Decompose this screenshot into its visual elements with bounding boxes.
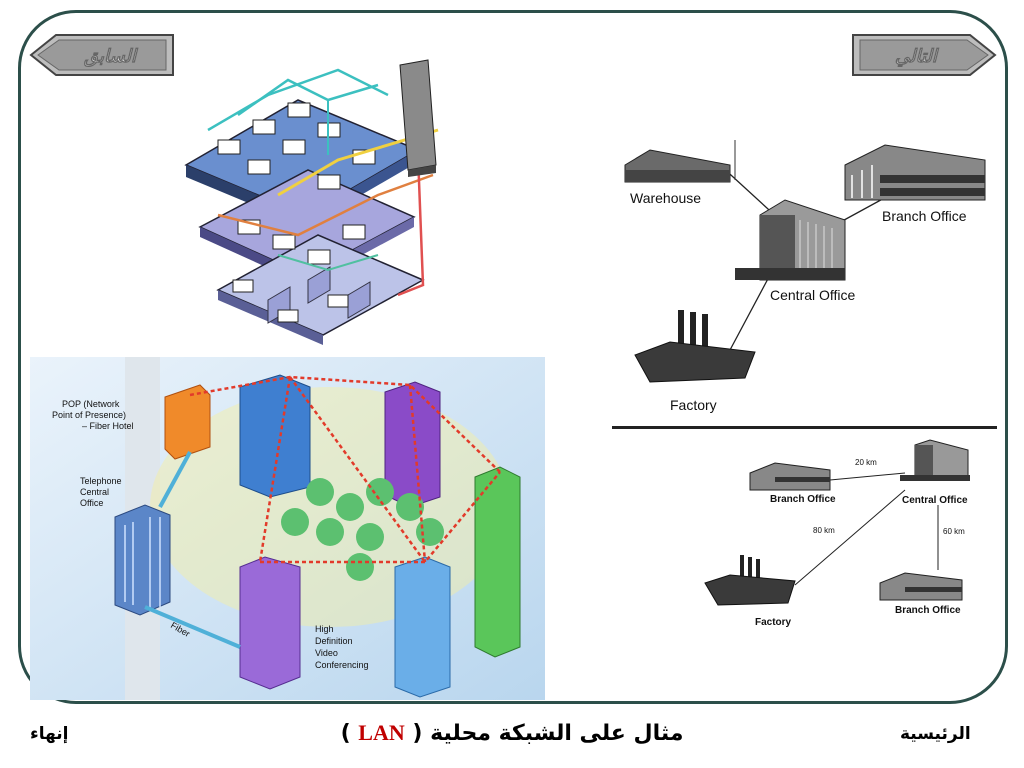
small-central-building bbox=[900, 439, 970, 481]
end-button[interactable]: إنهاء bbox=[30, 724, 69, 744]
small-central-label: Central Office bbox=[902, 495, 968, 506]
factory-building bbox=[634, 310, 756, 383]
next-label: التالي bbox=[895, 46, 940, 67]
small-factory-building bbox=[704, 555, 796, 606]
wan-distance-diagram: 20 km 80 km 60 km Branch Office Central … bbox=[704, 439, 970, 628]
wan-diagram: Warehouse Central Office Branch Office F… bbox=[624, 140, 986, 413]
branch-office-building bbox=[844, 144, 986, 201]
factory-label: Factory bbox=[670, 397, 717, 413]
home-button[interactable]: الرئيسية bbox=[900, 724, 971, 744]
slide-frame bbox=[18, 10, 1008, 704]
distance-60km: 60 km bbox=[943, 527, 965, 536]
telephone-label-2: Central bbox=[80, 487, 109, 497]
right-branch-building bbox=[879, 572, 963, 601]
title-close-paren: ) bbox=[340, 721, 351, 746]
hd-label-3: Video bbox=[315, 648, 338, 658]
warehouse-building bbox=[624, 140, 736, 183]
hd-label-1: High bbox=[315, 624, 334, 634]
hd-label-4: Conferencing bbox=[315, 660, 369, 670]
section-divider bbox=[612, 426, 997, 429]
campus-network-illustration: POP (Network Point of Presence) – Fiber … bbox=[30, 357, 545, 700]
building-lan-illustration bbox=[184, 59, 439, 345]
previous-label: السابق bbox=[84, 46, 139, 67]
hd-label-2: Definition bbox=[315, 636, 353, 646]
branch-office-label: Branch Office bbox=[882, 208, 967, 224]
pop-label-1: POP (Network bbox=[62, 399, 120, 409]
telephone-label-3: Office bbox=[80, 498, 103, 508]
pop-label-3: – Fiber Hotel bbox=[82, 421, 134, 431]
left-branch-building bbox=[749, 462, 831, 491]
distance-20km: 20 km bbox=[855, 458, 877, 467]
title-prefix: مثال على الشبكة محلية bbox=[430, 721, 684, 746]
distance-80km: 80 km bbox=[813, 526, 835, 535]
small-factory-label: Factory bbox=[755, 617, 792, 628]
warehouse-label: Warehouse bbox=[630, 190, 701, 206]
next-button[interactable]: التالي bbox=[848, 30, 998, 80]
title-lan: LAN bbox=[358, 720, 405, 745]
slide-title: مثال على الشبكة محلية ( LAN ) bbox=[0, 720, 1024, 746]
previous-button[interactable]: السابق bbox=[28, 30, 178, 80]
title-open-paren: ( bbox=[412, 721, 423, 746]
telephone-label-1: Telephone bbox=[80, 476, 122, 486]
right-branch-label: Branch Office bbox=[895, 605, 961, 616]
central-office-label: Central Office bbox=[770, 287, 856, 303]
left-branch-label: Branch Office bbox=[770, 494, 836, 505]
central-office-building bbox=[735, 199, 846, 281]
pop-label-2: Point of Presence) bbox=[52, 410, 126, 420]
